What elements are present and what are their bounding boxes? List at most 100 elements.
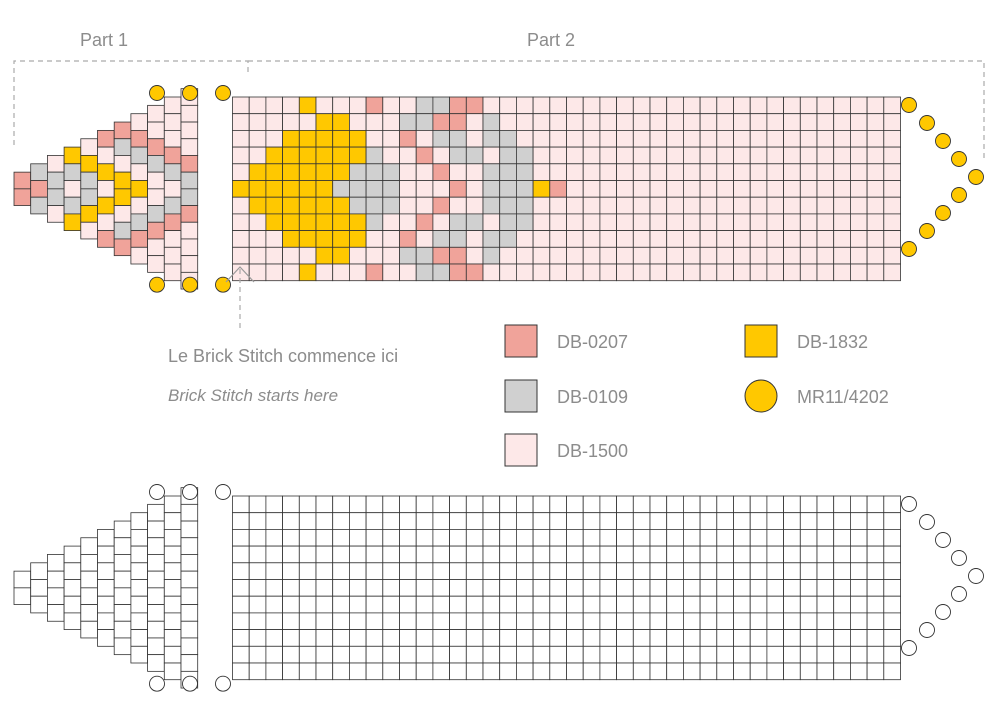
bead-db-1500	[566, 146, 584, 165]
empty-bead	[566, 512, 584, 530]
empty-bead	[582, 662, 601, 681]
bead-db-1500	[816, 96, 835, 115]
bead-db-1500	[248, 230, 267, 248]
empty-bead	[783, 579, 801, 597]
bead-db-1500	[799, 263, 818, 282]
empty-bead	[883, 612, 901, 631]
empty-bead	[30, 595, 48, 614]
empty-bead	[532, 562, 551, 580]
bead-db-1500	[163, 263, 182, 282]
empty-bead	[749, 529, 768, 547]
empty-bead	[649, 579, 668, 597]
bead-db-1500	[147, 188, 165, 206]
bead-db-0109	[30, 163, 48, 181]
empty-bead	[582, 645, 601, 664]
empty-bead	[382, 529, 400, 547]
empty-bead	[163, 629, 182, 647]
bead-db-1500	[733, 113, 751, 131]
bead-db-0109	[382, 163, 400, 181]
empty-bead	[883, 495, 901, 514]
bead-db-1500	[716, 113, 734, 131]
empty-bead	[599, 512, 618, 530]
bead-db-1500	[850, 146, 868, 165]
bead-db-1500	[282, 263, 300, 282]
empty-bead	[516, 562, 534, 580]
edge-bead	[149, 675, 165, 692]
bead-db-0109	[163, 196, 182, 215]
bead-db-1500	[348, 96, 367, 115]
empty-bead	[549, 495, 567, 514]
empty-bead	[582, 545, 601, 564]
empty-bead	[716, 512, 734, 530]
legend-label: DB-0109	[557, 387, 628, 407]
bead-db-1500	[883, 196, 901, 215]
bead-db-1500	[833, 146, 851, 165]
bead-db-1500	[799, 96, 818, 115]
bead-db-1500	[582, 146, 601, 165]
empty-bead	[783, 545, 801, 564]
bead-db-0109	[516, 196, 534, 215]
edge-bead	[919, 514, 935, 530]
bead-db-1500	[783, 180, 801, 198]
bead-db-0109	[348, 180, 367, 198]
empty-bead	[883, 662, 901, 681]
empty-bead	[766, 645, 785, 664]
empty-bead	[666, 629, 684, 647]
bead-db-1500	[833, 129, 851, 148]
colored-pattern	[13, 85, 984, 293]
bead-db-0109	[163, 163, 182, 181]
empty-bead	[833, 529, 851, 547]
bead-db-1500	[799, 163, 818, 181]
part1-label: Part 1	[80, 30, 128, 50]
empty-bead	[582, 595, 601, 614]
bead-db-1500	[399, 96, 417, 115]
bead-db-1500	[799, 180, 818, 198]
empty-bead	[130, 579, 148, 597]
bead-db-1832	[232, 180, 250, 198]
bead-db-0109	[449, 129, 467, 148]
bead-db-1500	[163, 230, 182, 248]
bead-db-0207	[97, 129, 115, 148]
bead-db-1500	[766, 263, 785, 282]
bead-db-1500	[232, 246, 250, 265]
bead-db-1500	[382, 263, 400, 282]
legend-label: DB-1500	[557, 441, 628, 461]
bead-db-1832	[97, 163, 115, 181]
empty-bead	[248, 545, 267, 564]
empty-bead	[180, 637, 199, 656]
bead-db-1500	[733, 213, 751, 231]
empty-bead	[866, 512, 885, 530]
bead-db-1500	[616, 113, 634, 131]
bead-db-0207	[163, 146, 182, 165]
empty-bead	[482, 662, 501, 681]
empty-bead	[799, 645, 818, 664]
empty-bead	[616, 612, 634, 631]
bead-db-1500	[47, 205, 65, 223]
empty-bead	[365, 529, 384, 547]
bead-db-1500	[850, 113, 868, 131]
empty-bead	[163, 595, 182, 614]
empty-bead	[147, 503, 165, 522]
empty-bead	[382, 579, 400, 597]
empty-bead	[482, 545, 501, 564]
bead-db-0207	[13, 171, 32, 190]
empty-bead	[113, 537, 132, 555]
bead-db-1500	[113, 155, 132, 173]
bead-db-1832	[332, 146, 350, 165]
bead-db-1500	[616, 146, 634, 165]
bead-db-0109	[80, 171, 98, 190]
empty-bead	[749, 662, 768, 681]
empty-bead	[582, 512, 601, 530]
bead-db-1500	[666, 246, 684, 265]
empty-bead	[315, 495, 334, 514]
empty-bead	[232, 562, 250, 580]
empty-bead	[449, 629, 467, 647]
bead-db-1500	[399, 180, 417, 198]
empty-bead	[432, 512, 450, 530]
bead-db-0109	[516, 163, 534, 181]
empty-bead	[883, 512, 901, 530]
empty-bead	[432, 662, 450, 681]
bead-db-1500	[766, 96, 785, 115]
empty-bead	[163, 512, 182, 530]
empty-bead	[265, 545, 283, 564]
